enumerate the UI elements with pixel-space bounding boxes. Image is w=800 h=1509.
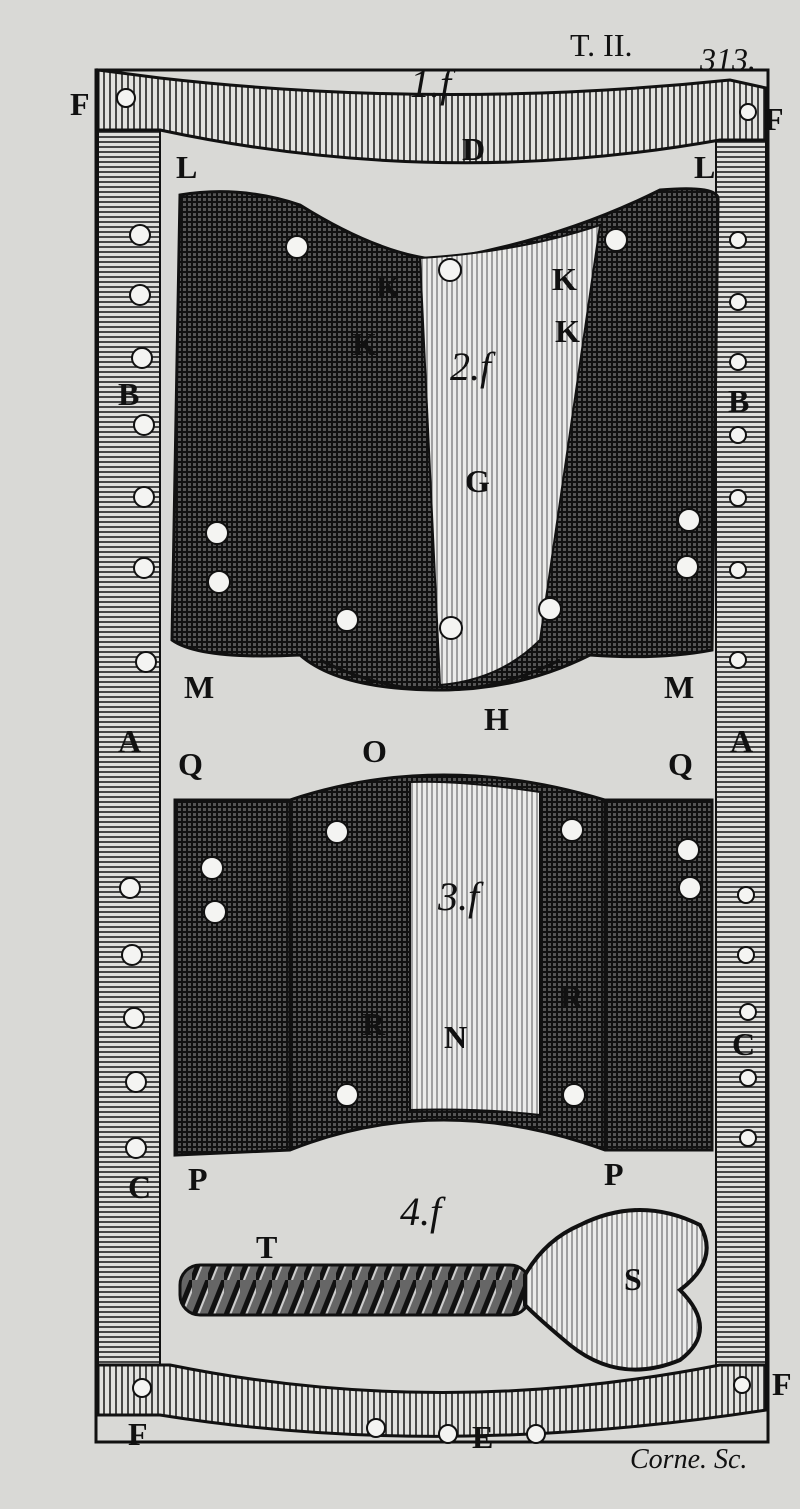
label-C: C (732, 1026, 755, 1062)
bottom-crossbar (96, 1363, 768, 1438)
label-E: E (472, 1419, 493, 1455)
engraver-signature: Corne. Sc. (630, 1444, 747, 1475)
outer-frame (94, 68, 770, 1444)
label-Q: Q (668, 746, 693, 782)
hole (739, 103, 757, 121)
label-N: N (444, 1019, 467, 1055)
label-M: M (184, 669, 214, 705)
label-M: M (664, 669, 694, 705)
label-O: O (362, 733, 387, 769)
label-P: P (188, 1161, 208, 1197)
figure-3-label: 3.f (437, 874, 484, 919)
label-A: A (730, 723, 753, 759)
label-C: C (128, 1169, 151, 1205)
label-F: F (764, 101, 784, 137)
label-B: B (728, 383, 749, 419)
label-K: K (555, 313, 580, 349)
plate-page-number: 313. (699, 41, 756, 77)
label-R: R (560, 979, 584, 1015)
hole (132, 1378, 152, 1398)
figure-4-screw-key (178, 1208, 709, 1372)
label-K: K (352, 326, 377, 362)
right-bar-holes (729, 231, 757, 1147)
label-P: P (604, 1156, 624, 1192)
figure-2-label: 2.f (450, 344, 496, 389)
label-G: G (465, 463, 490, 499)
hole (438, 1424, 458, 1444)
label-Q: Q (178, 746, 203, 782)
label-A: A (118, 723, 141, 759)
label-F: F (70, 86, 90, 122)
label-L: L (694, 149, 715, 185)
letter-labels: F F F F D L L K K K K G B B M M H A A Q … (70, 86, 792, 1455)
label-D: D (462, 131, 485, 167)
top-crossbar (96, 68, 768, 165)
figure-3-plate (173, 773, 714, 1157)
hole (366, 1418, 386, 1438)
label-F: F (772, 1366, 792, 1402)
label-F: F (128, 1416, 148, 1452)
label-B: B (118, 376, 139, 412)
figure-4-label: 4.f (400, 1189, 446, 1234)
label-K: K (552, 261, 577, 297)
label-L: L (176, 149, 197, 185)
label-R: R (362, 1006, 386, 1042)
hole (526, 1424, 546, 1444)
label-H: H (484, 701, 509, 737)
figure-1-label: 1.f (410, 61, 456, 106)
plate-volume: T. II. (570, 27, 632, 63)
figure-2-plate (170, 187, 720, 692)
label-T: T (256, 1229, 277, 1265)
hole (116, 88, 136, 108)
label-K: K (376, 269, 401, 305)
label-S: S (624, 1261, 642, 1297)
right-side-bar (715, 139, 767, 1391)
hole (733, 1376, 751, 1394)
left-bar-holes (119, 224, 157, 1159)
